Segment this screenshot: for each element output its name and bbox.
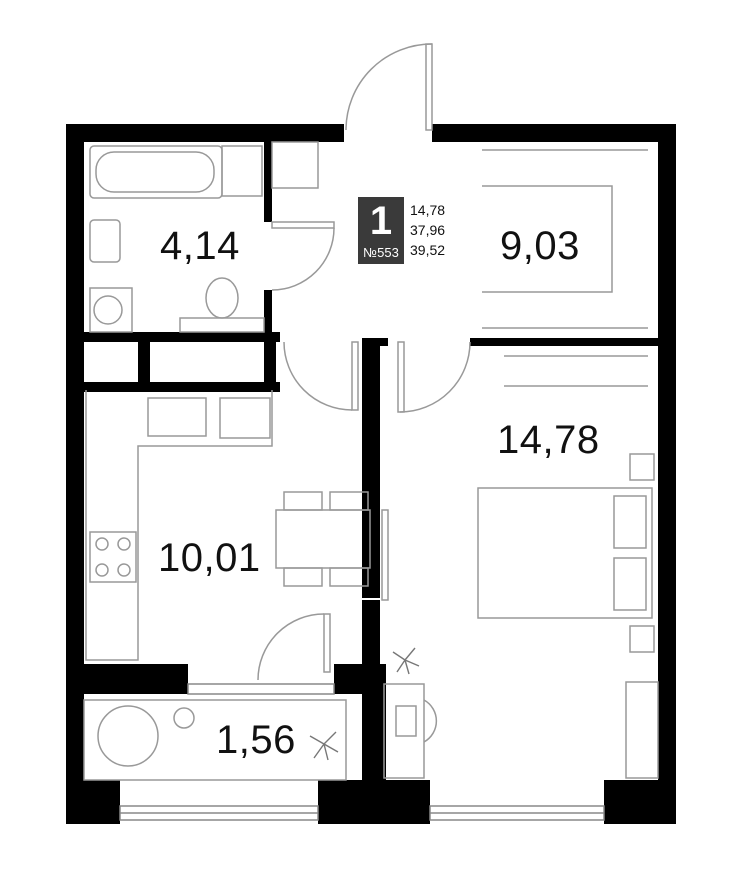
- walls: [66, 124, 676, 824]
- apartment-area-summary: 14,78 37,96 39,52: [410, 200, 460, 260]
- furniture: [83, 141, 659, 781]
- apartment-badge: 1 №553: [358, 197, 404, 264]
- room-area-balcony: 1,56: [216, 718, 296, 762]
- room-area-kitchen: 10,01: [158, 536, 261, 580]
- room-area-wardrobe: 9,03: [500, 224, 580, 268]
- total-area: 37,96: [410, 222, 446, 238]
- room-area-bedroom: 14,78: [497, 418, 600, 462]
- apartment-number: №553: [363, 245, 399, 260]
- living-area: 14,78: [410, 202, 446, 218]
- total-area-with-balcony: 39,52: [410, 242, 446, 258]
- rooms-count: 1: [369, 199, 393, 243]
- door-swings: [257, 43, 471, 681]
- windows: [119, 683, 605, 821]
- plant-icon: [309, 647, 420, 761]
- room-area-bathroom: 4,14: [160, 224, 240, 268]
